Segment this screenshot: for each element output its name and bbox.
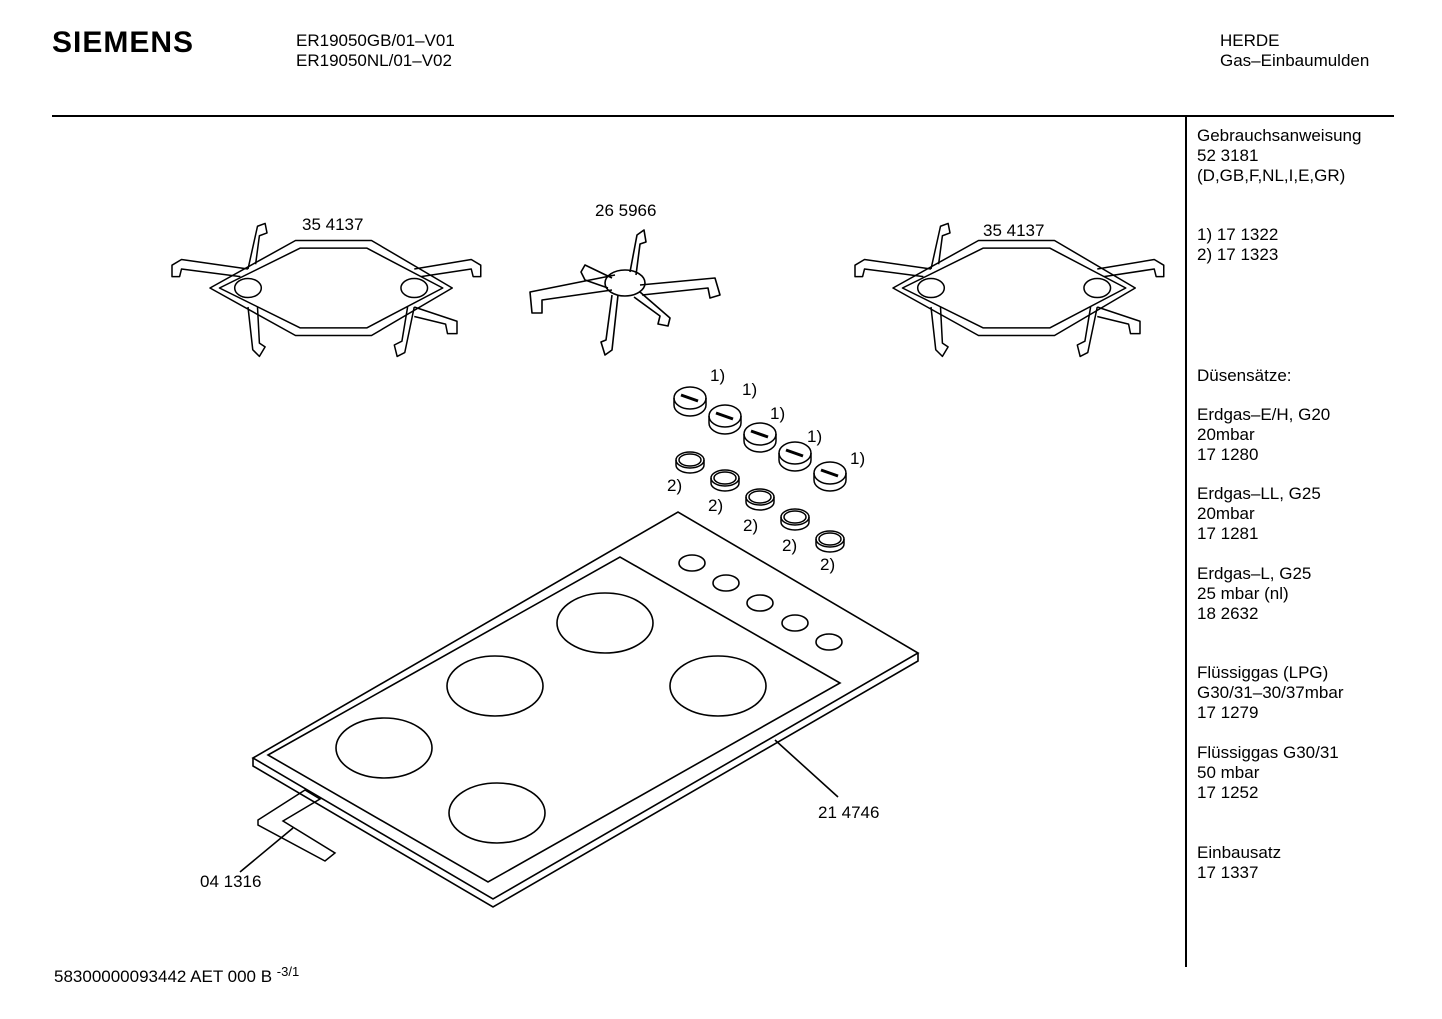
nozzle-group: Erdgas–LL, G25 20mbar 17 1281 [1197, 484, 1321, 544]
label-grate-left: 35 4137 [302, 215, 364, 234]
seal-strip [257, 789, 337, 862]
label-knob: 1) [850, 449, 866, 468]
nozzle-number: 17 1280 [1197, 445, 1259, 464]
label-bezel: 2) [782, 536, 798, 555]
label-seal: 04 1316 [200, 872, 262, 891]
label-grate-right: 35 4137 [983, 221, 1045, 240]
nozzle-pressure: 50 mbar [1197, 763, 1260, 782]
knob-bezel [675, 451, 705, 474]
knob-bezel [745, 488, 775, 511]
exploded-diagram [171, 222, 1165, 908]
hob-plate [251, 511, 920, 908]
nozzle-number: 17 1281 [1197, 524, 1259, 543]
nozzle-gas: Erdgas–L, G25 [1197, 564, 1312, 583]
knob-bezel [780, 508, 810, 531]
nozzle-pressure: 20mbar [1197, 425, 1255, 444]
nozzle-number: 17 1279 [1197, 703, 1259, 722]
control-knob [742, 421, 778, 454]
label-knob: 1) [710, 366, 726, 385]
install-kit-number: 17 1337 [1197, 863, 1259, 882]
manual-title: Gebrauchsanweisung [1197, 126, 1362, 145]
reference-block: 1) 17 1322 2) 17 1323 [1197, 225, 1278, 265]
model-numbers: ER19050GB/01–V01 ER19050NL/01–V02 [296, 31, 455, 71]
nozzle-title: Düsensätze: [1197, 366, 1292, 385]
label-bezel: 2) [667, 476, 683, 495]
manual-block: Gebrauchsanweisung 52 3181 (D,GB,F,NL,I,… [1197, 126, 1361, 186]
leader-line [239, 827, 294, 873]
label-bezel: 2) [820, 555, 836, 574]
footer: 58300000093442 AET 000 B -3/1 [54, 964, 300, 987]
reference-1: 1) 17 1322 [1197, 225, 1279, 244]
nozzle-number: 18 2632 [1197, 604, 1259, 623]
knob-bezel [710, 469, 740, 492]
nozzle-group: Flüssiggas (LPG) G30/31–30/37mbar 17 127… [1197, 663, 1344, 723]
category-line-1: HERDE [1220, 31, 1280, 50]
nozzle-group: Flüssiggas G30/31 50 mbar 17 1252 [1197, 743, 1339, 803]
install-kit-block: Einbausatz 17 1337 [1197, 843, 1281, 883]
leader-line [774, 739, 839, 798]
label-bezel: 2) [743, 516, 759, 535]
control-knob [672, 385, 708, 418]
nozzle-gas: Flüssiggas G30/31 [1197, 743, 1339, 762]
header-divider [52, 115, 1394, 117]
sidebar-divider [1185, 117, 1187, 967]
product-category: HERDE Gas–Einbaumulden [1220, 31, 1369, 71]
label-knob: 1) [807, 427, 823, 446]
grate-right [854, 222, 1165, 358]
label-knob: 1) [770, 404, 786, 423]
model-line-2: ER19050NL/01–V02 [296, 51, 452, 70]
nozzle-pressure: 20mbar [1197, 504, 1255, 523]
brand-logo: SIEMENS [52, 26, 195, 59]
label-grate-center: 26 5966 [595, 201, 657, 220]
nozzle-gas: Erdgas–E/H, G20 [1197, 405, 1331, 424]
install-kit-title: Einbausatz [1197, 843, 1282, 862]
manual-languages: (D,GB,F,NL,I,E,GR) [1197, 166, 1346, 185]
manual-number: 52 3181 [1197, 146, 1259, 165]
nozzle-pressure: 25 mbar (nl) [1197, 584, 1289, 603]
document-number: 58300000093442 AET 000 B [54, 967, 273, 986]
control-knob [812, 460, 848, 493]
nozzle-gas: Erdgas–LL, G25 [1197, 484, 1321, 503]
nozzle-group: Erdgas–L, G25 25 mbar (nl) 18 2632 [1197, 564, 1311, 624]
label-hob: 21 4746 [818, 803, 880, 822]
nozzle-gas: Flüssiggas (LPG) [1197, 663, 1329, 682]
grate-left [171, 222, 482, 358]
nozzle-number: 17 1252 [1197, 783, 1259, 802]
label-bezel: 2) [708, 496, 724, 515]
control-knob [707, 403, 743, 436]
model-line-1: ER19050GB/01–V01 [296, 31, 455, 50]
category-line-2: Gas–Einbaumulden [1220, 51, 1370, 70]
reference-2: 2) 17 1323 [1197, 245, 1279, 264]
nozzle-pressure: G30/31–30/37mbar [1197, 683, 1344, 702]
label-knob: 1) [742, 380, 758, 399]
nozzle-group: Erdgas–E/H, G20 20mbar 17 1280 [1197, 405, 1330, 465]
page-number: -3/1 [276, 964, 300, 979]
grate-center [529, 229, 721, 356]
knob-bezel [815, 530, 845, 553]
